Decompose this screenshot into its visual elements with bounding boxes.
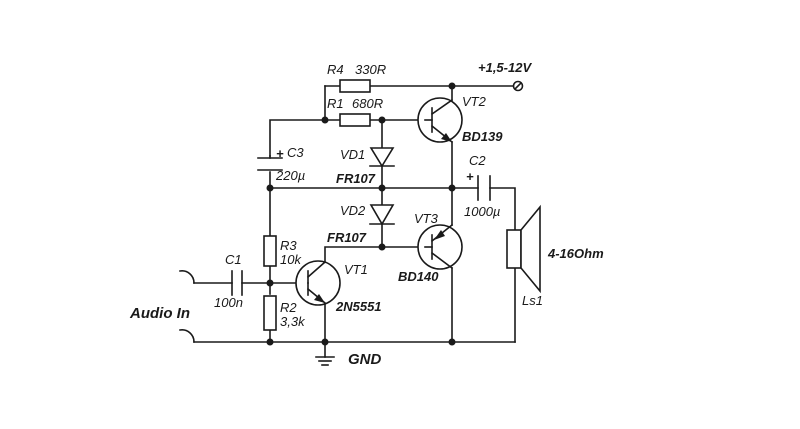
resistor-r1: R1 680R [327,96,383,127]
vt1-value: 2N5551 [335,299,382,314]
c3-value: 220µ [275,168,305,183]
r3-ref: R3 [280,238,297,253]
capacitor-c2: C2 + 1000µ [464,153,500,219]
transistor-vt1: VT1 2N5551 [295,260,382,314]
c1-ref: C1 [225,252,242,267]
junction-dots [266,82,456,346]
transistor-vt3: VT3 BD140 [398,211,463,284]
r3-value: 10k [280,252,302,267]
c2-value: 1000µ [464,204,500,219]
vd1-value: FR107 [336,171,376,186]
c3-plus: + [276,146,284,161]
resistor-r4: R4 330R [327,62,386,93]
input-jack: Audio In [129,270,195,343]
capacitor-c1: C1 100n [214,252,243,310]
ground-symbol: GND [315,351,382,368]
r2-value: 3,3k [280,314,306,329]
resistor-r3: R3 10k [263,235,302,267]
vt2-ref: VT2 [462,94,487,109]
vt2-value: BD139 [462,129,503,144]
r4-value: 330R [355,62,386,77]
resistor-r2: R2 3,3k [263,295,306,331]
c3-ref: C3 [287,145,304,160]
supply-terminal: +1,5-12V [478,60,532,92]
vt3-value: BD140 [398,269,439,284]
speaker-value: 4-16Ohm [547,246,604,261]
supply-label: +1,5-12V [478,60,532,75]
diode-vd1: VD1 FR107 [336,147,395,186]
ground-label: GND [348,351,382,368]
c2-plus: + [466,169,474,184]
r1-value: 680R [352,96,383,111]
r4-ref: R4 [327,62,344,77]
input-label: Audio In [129,305,190,322]
vd2-ref: VD2 [340,203,366,218]
c1-value: 100n [214,295,243,310]
transistor-vt2: VT2 BD139 [417,94,503,144]
vt1-ref: VT1 [344,262,368,277]
speaker-ls1: 4-16Ohm Ls1 [506,204,604,308]
r1-ref: R1 [327,96,344,111]
speaker-ref: Ls1 [522,293,543,308]
diode-vd2: VD2 FR107 [327,203,395,245]
capacitor-c3: + C3 220µ [257,145,305,183]
vd1-ref: VD1 [340,147,365,162]
c2-ref: C2 [469,153,486,168]
wires [193,85,516,358]
r2-ref: R2 [280,300,297,315]
vt3-ref: VT3 [414,211,439,226]
vd2-value: FR107 [327,230,367,245]
